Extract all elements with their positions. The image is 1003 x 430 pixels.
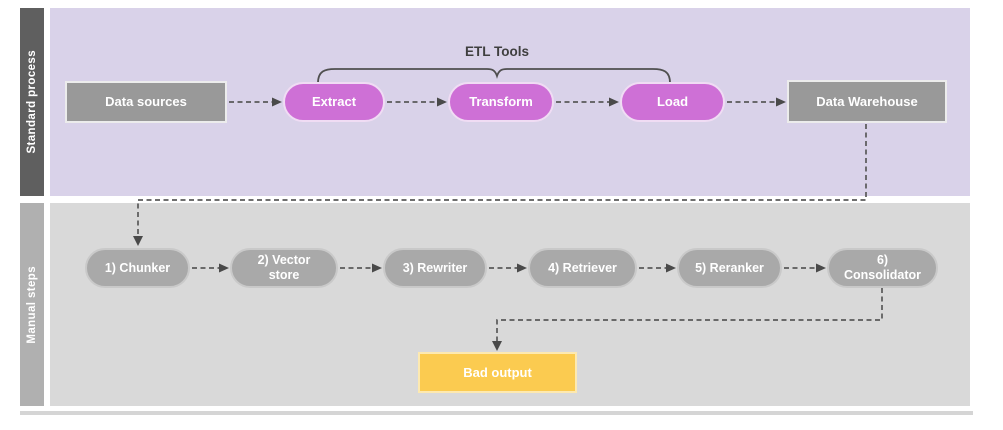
node-bad-output: Bad output bbox=[418, 352, 577, 393]
etl-tools-annotation: ETL Tools bbox=[465, 44, 529, 59]
node-data-warehouse: Data Warehouse bbox=[787, 80, 947, 123]
node-extract: Extract bbox=[283, 82, 385, 122]
lane-standard-bar: Standard process bbox=[20, 8, 44, 196]
node-chunker: 1) Chunker bbox=[85, 248, 190, 288]
node-rewriter: 3) Rewriter bbox=[383, 248, 487, 288]
lane-standard-label: Standard process bbox=[26, 50, 38, 154]
node-vector-store: 2) Vector store bbox=[230, 248, 338, 288]
node-data-sources: Data sources bbox=[65, 81, 227, 123]
lane-manual-bar: Manual steps bbox=[20, 203, 44, 406]
node-retriever: 4) Retriever bbox=[528, 248, 637, 288]
node-load: Load bbox=[620, 82, 725, 122]
node-transform: Transform bbox=[448, 82, 554, 122]
next-lane-edge bbox=[20, 411, 973, 415]
node-reranker: 5) Reranker bbox=[677, 248, 782, 288]
lane-manual-label: Manual steps bbox=[26, 265, 38, 344]
node-consolidator: 6) Consolidator bbox=[827, 248, 938, 288]
